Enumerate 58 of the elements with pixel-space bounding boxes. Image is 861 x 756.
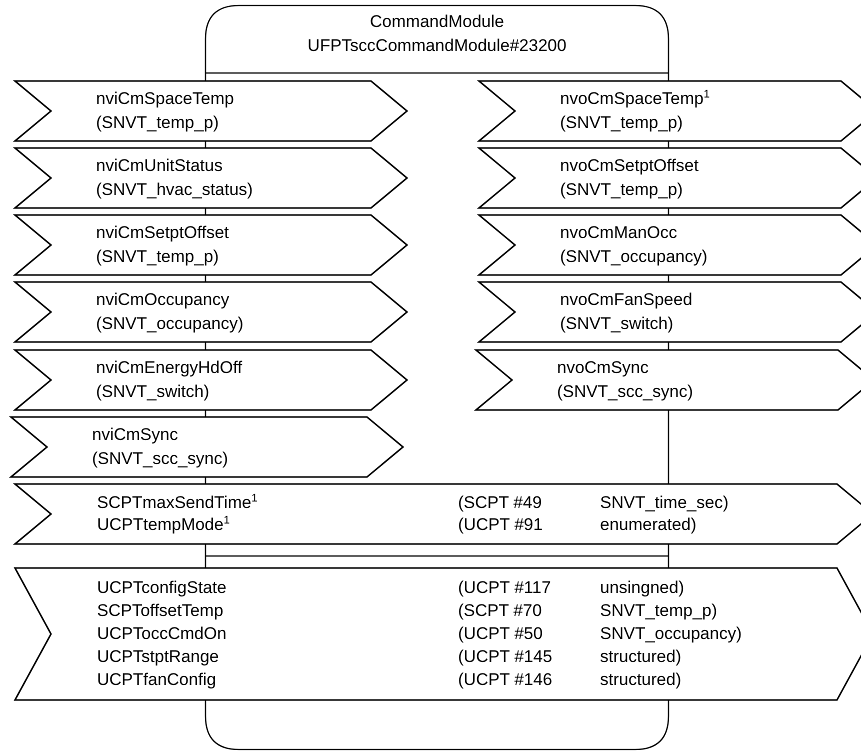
- variable-name: nviCmUnitStatus: [96, 155, 223, 177]
- variable-type: (SNVT_temp_p): [560, 179, 683, 201]
- input-variable-tag: [14, 80, 408, 142]
- variable-name: nvoCmFanSpeed: [560, 289, 692, 311]
- property-index: (UCPT #91: [458, 514, 543, 536]
- property-name: SCPTmaxSendTime$^{1}$: [97, 492, 258, 514]
- variable-name: nvoCmSync: [557, 357, 649, 379]
- property-name: UCPToccCmdOn: [97, 623, 226, 645]
- property-type: structured): [600, 646, 682, 668]
- property-type: SNVT_time_sec): [600, 492, 728, 514]
- input-variable-tag: [10, 416, 404, 478]
- output-variable-tag: [478, 80, 861, 142]
- property-type: SNVT_temp_p): [600, 600, 718, 622]
- variable-name: nviCmSync: [92, 424, 178, 446]
- variable-name: nvoCmManOcc: [560, 222, 678, 244]
- input-variable-tag: [14, 281, 408, 343]
- property-name: UCPTconfigState: [97, 577, 226, 599]
- block-name: CommandModule: [368, 11, 506, 33]
- variable-type: (SNVT_switch): [96, 381, 210, 403]
- variable-name: nvoCmSpaceTemp$^{1}$: [560, 88, 710, 110]
- variable-type: (SNVT_occupancy): [96, 313, 244, 335]
- variable-type: (SNVT_temp_p): [96, 112, 219, 134]
- property-index: (UCPT #117: [458, 577, 551, 599]
- variable-name: nvoCmSetptOffset: [560, 155, 699, 177]
- input-variable-tag: [14, 147, 408, 209]
- input-variable-tag: [14, 214, 408, 276]
- variable-type: (SNVT_temp_p): [96, 246, 219, 268]
- variable-type: (SNVT_scc_sync): [557, 381, 694, 403]
- variable-type: (SNVT_switch): [560, 313, 674, 335]
- input-variable-tag: [14, 349, 408, 411]
- variable-name: nviCmSetptOffset: [96, 222, 229, 244]
- property-index: (SCPT #70: [458, 600, 542, 622]
- variable-type: (SNVT_temp_p): [560, 112, 683, 134]
- property-type: enumerated): [600, 514, 696, 536]
- output-variable-tag: [478, 281, 861, 343]
- property-type: unsingned): [600, 577, 684, 599]
- variable-type: (SNVT_hvac_status): [96, 179, 253, 201]
- configuration-property-panel: [14, 483, 861, 545]
- property-type: structured): [600, 669, 682, 691]
- block-type: UFPTsccCommandModule#23200: [306, 35, 568, 57]
- property-name: UCPTtempMode$^{1}$: [97, 514, 230, 536]
- property-name: UCPTstptRange: [97, 646, 219, 668]
- variable-type: (SNVT_occupancy): [560, 246, 708, 268]
- configuration-property-panel: [14, 567, 861, 701]
- variable-name: nviCmSpaceTemp: [96, 88, 234, 110]
- property-index: (UCPT #146: [458, 669, 552, 691]
- output-variable-tag: [478, 214, 861, 276]
- property-index: (UCPT #145: [458, 646, 552, 668]
- output-variable-tag: [475, 349, 861, 411]
- output-variable-tag: [478, 147, 861, 209]
- property-type: SNVT_occupancy): [600, 623, 742, 645]
- property-name: UCPTfanConfig: [97, 669, 216, 691]
- variable-type: (SNVT_scc_sync): [92, 448, 228, 470]
- property-name: SCPToffsetTemp: [97, 600, 224, 622]
- variable-name: nviCmEnergyHdOff: [96, 357, 242, 379]
- property-index: (UCPT #50: [458, 623, 543, 645]
- variable-name: nviCmOccupancy: [96, 289, 230, 311]
- property-index: (SCPT #49: [458, 492, 542, 514]
